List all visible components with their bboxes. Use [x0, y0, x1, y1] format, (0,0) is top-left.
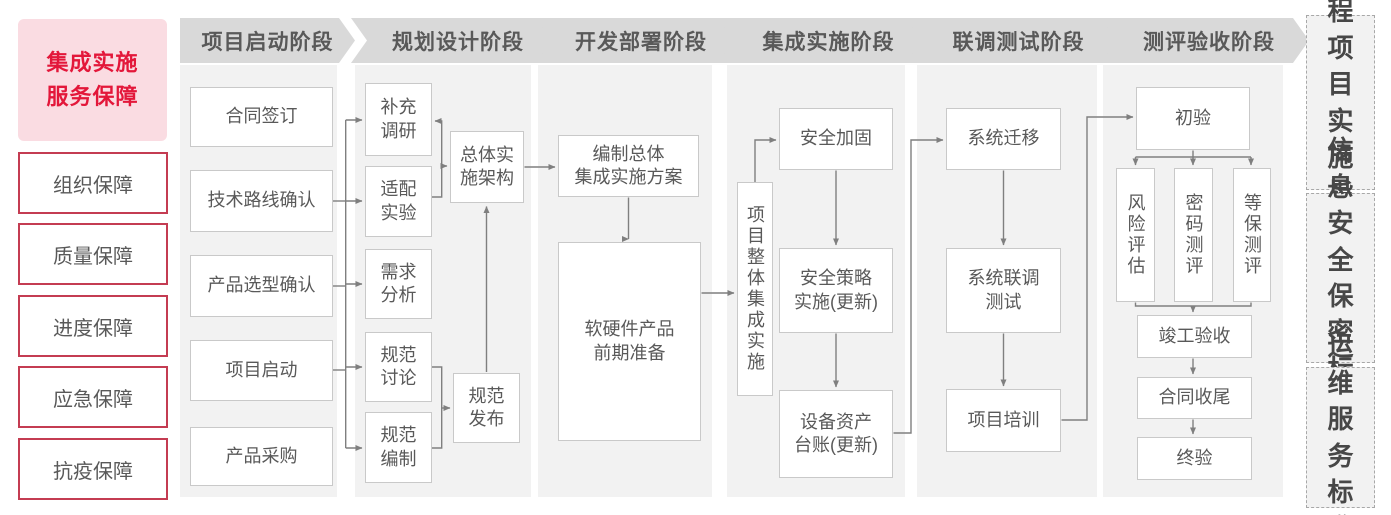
node-overall-implementation-architecture: 总体实 施架构: [450, 131, 524, 203]
phase-header-integration: 集成实施阶段: [718, 18, 931, 63]
node-hw-sw-preparation: 软硬件产品 前期准备: [558, 242, 701, 441]
sidebar-item-emergency: 应急保障: [18, 366, 168, 428]
node-spec-release: 规范 发布: [453, 373, 520, 443]
node-spec-discussion: 规范 讨论: [365, 332, 432, 402]
node-security-policy-implementation: 安全策略 实施(更新): [779, 248, 893, 333]
node-overall-integration-plan: 编制总体 集成实施方案: [558, 135, 699, 197]
node-completion-acceptance: 竣工验收: [1137, 315, 1252, 358]
standard-om-service-standard: 运维 服务 标准: [1306, 331, 1375, 515]
node-adaptation-test: 适配 实验: [365, 166, 432, 237]
node-security-hardening: 安全加固: [779, 108, 893, 170]
node-system-joint-debugging-test: 系统联调 测试: [946, 248, 1061, 333]
node-mlps-evaluation: 等保测评: [1233, 168, 1271, 302]
node-risk-assessment: 风险评估: [1116, 168, 1155, 302]
sidebar-item-epidemic: 抗疫保障: [18, 438, 168, 500]
node-project-kickoff: 项目启动: [190, 340, 333, 401]
node-initial-acceptance: 初验: [1136, 87, 1250, 150]
node-contract-signing: 合同签订: [190, 87, 333, 147]
node-asset-ledger-update: 设备资产 台账(更新): [779, 390, 893, 478]
node-supplementary-research: 补充 调研: [365, 83, 432, 156]
phase-header-dev-deploy: 开发部署阶段: [536, 18, 738, 63]
node-crypto-evaluation: 密码测评: [1174, 168, 1213, 302]
node-final-acceptance: 终验: [1137, 437, 1252, 480]
node-system-migration: 系统迁移: [946, 108, 1061, 170]
node-product-selection-confirm: 产品选型确认: [190, 255, 333, 317]
phase-header-evaluation-acceptance: 测评验收阶段: [1101, 18, 1309, 63]
node-spec-drafting: 规范 编制: [365, 412, 432, 483]
phase-header-project-kickoff: 项目启动阶段: [180, 18, 355, 63]
sidebar-item-organization: 组织保障: [18, 152, 168, 214]
sidebar-title: 集成实施 服务保障: [18, 19, 167, 141]
node-requirement-analysis: 需求 分析: [365, 249, 432, 319]
node-overall-project-integration: 项目整体集成实施: [737, 182, 773, 396]
phase-header-planning-design: 规划设计阶段: [351, 18, 557, 63]
node-project-training: 项目培训: [946, 389, 1061, 452]
sidebar-item-schedule: 进度保障: [18, 295, 168, 357]
node-product-procurement: 产品采购: [190, 427, 333, 486]
phase-header-joint-testing: 联调测试阶段: [906, 18, 1123, 63]
sidebar-item-quality: 质量保障: [18, 223, 168, 285]
node-tech-route-confirm: 技术路线确认: [190, 170, 333, 232]
node-contract-closure: 合同收尾: [1137, 377, 1252, 419]
